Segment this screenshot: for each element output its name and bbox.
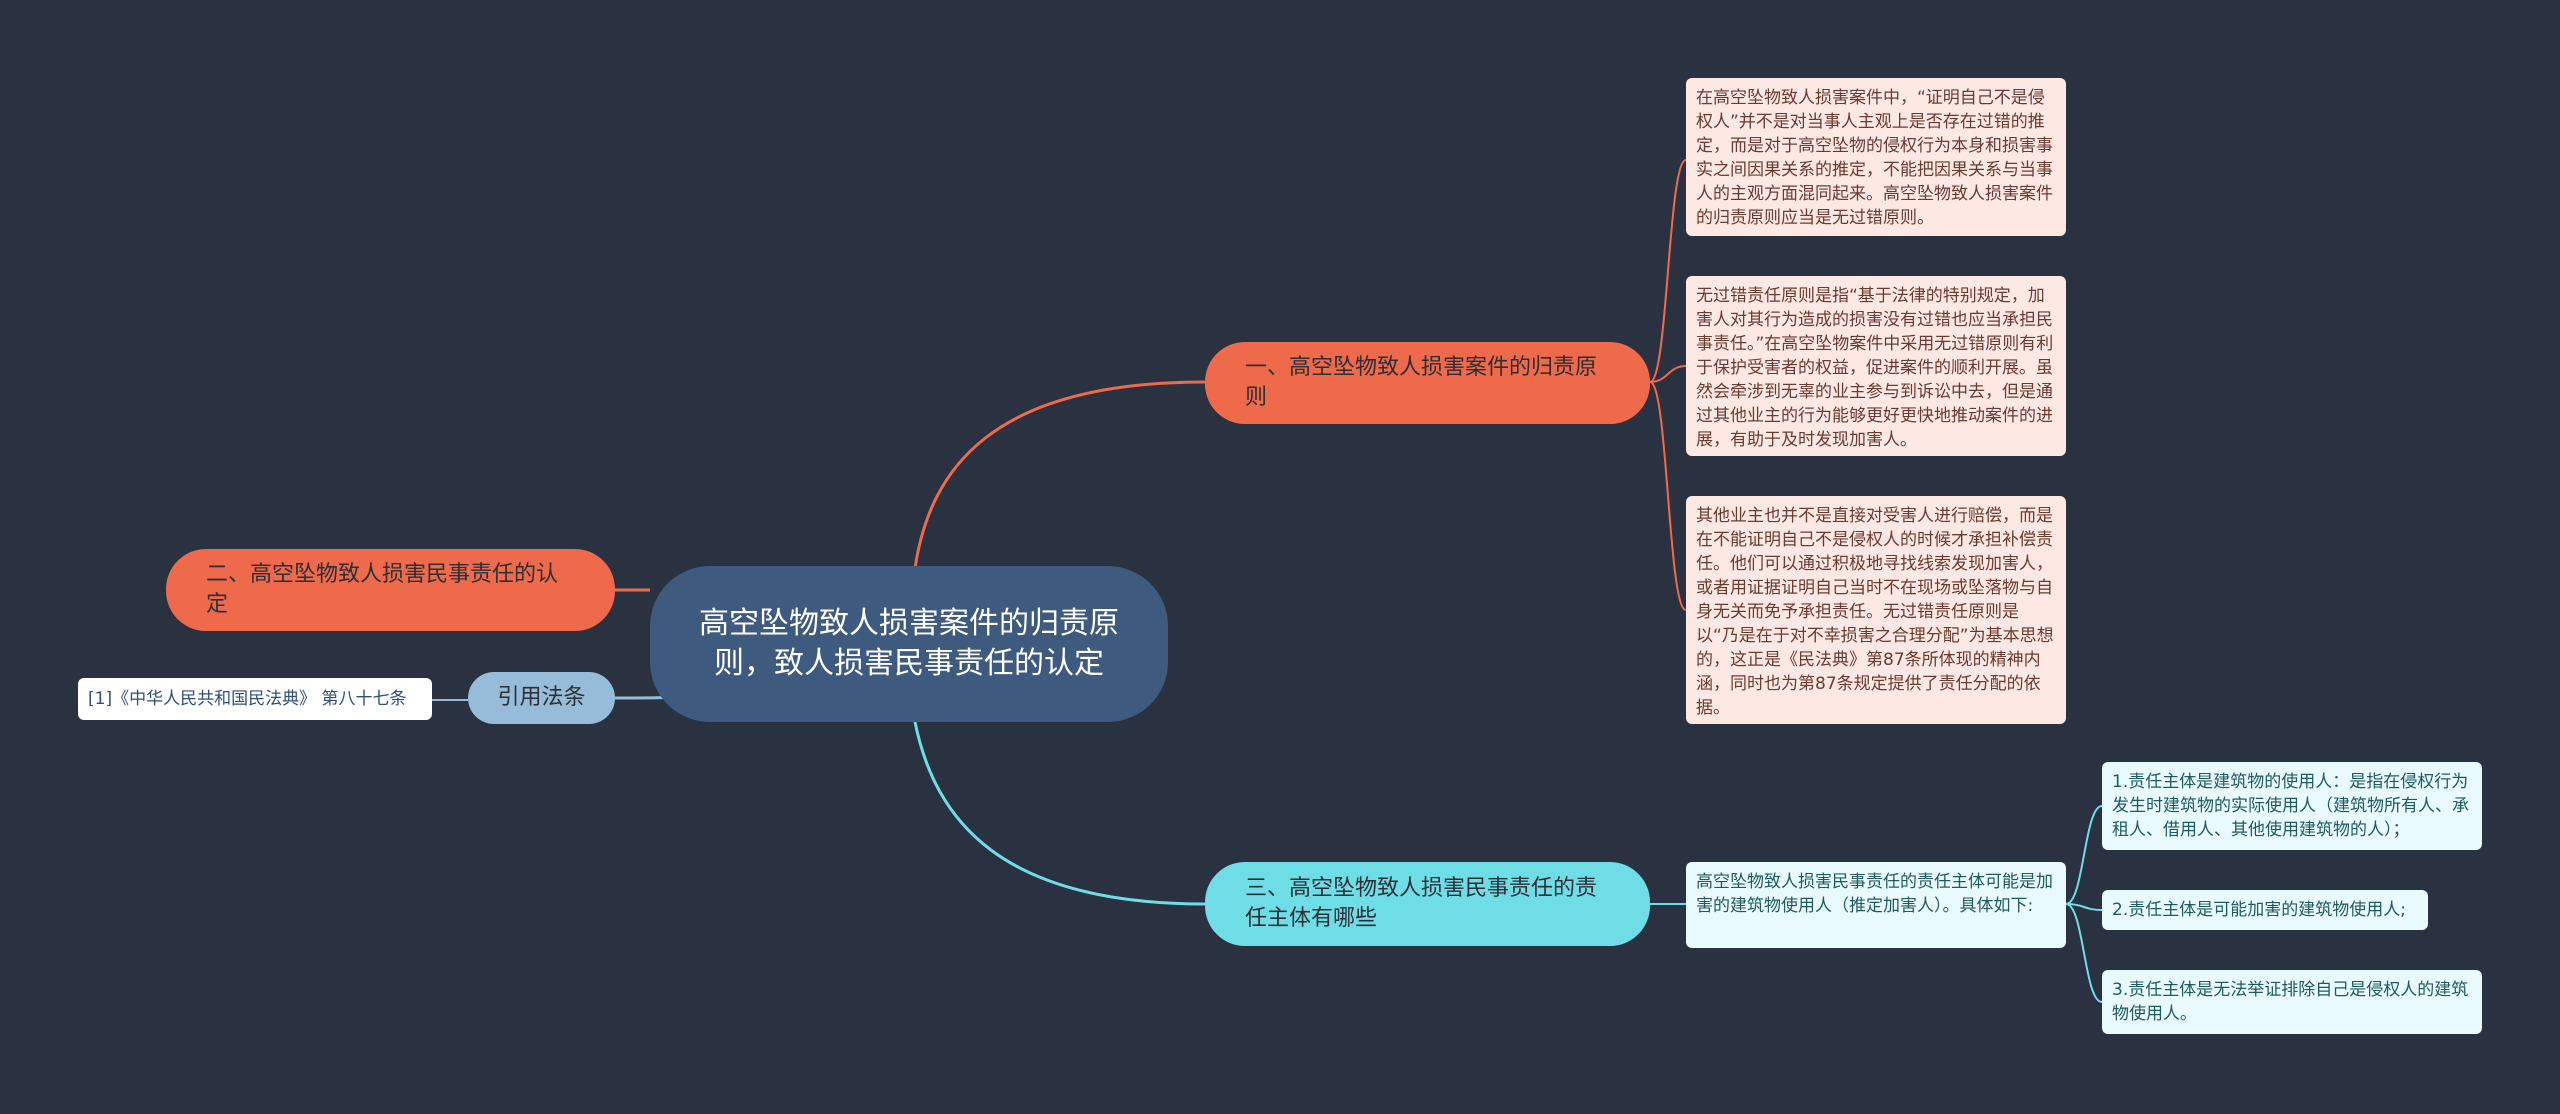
intro-note-text: 高空坠物致人损害民事责任的责任主体可能是加害的建筑物使用人（推定加害人）。具体如… <box>1696 872 2053 916</box>
intro-note[interactable]: 高空坠物致人损害民事责任的责任主体可能是加害的建筑物使用人（推定加害人）。具体如… <box>1686 862 2066 948</box>
connector-item2 <box>2065 903 2103 911</box>
branch-4-label: 三、高空坠物致人损害民事责任的责任主体有哪些 <box>1245 876 1598 931</box>
branch-3-topic[interactable]: 引用法条 <box>468 672 615 724</box>
branch-1-topic[interactable]: 一、高空坠物致人损害案件的归责原则 <box>1205 342 1650 424</box>
subject-item-3[interactable]: 3.责任主体是无法举证排除自己是侵权人的建筑物使用人。 <box>2102 970 2482 1034</box>
connector-item1 <box>2065 805 2103 905</box>
center-topic-label: 高空坠物致人损害案件的归责原则，致人损害民事责任的认定 <box>699 606 1119 681</box>
connector-branch4 <box>913 721 1206 906</box>
subject-item-1[interactable]: 1.责任主体是建筑物的使用人：是指在侵权行为发生时建筑物的实际使用人（建筑物所有… <box>2102 762 2482 850</box>
note-3[interactable]: 其他业主也并不是直接对受害人进行赔偿，而是在不能证明自己不是侵权人的时候才承担补… <box>1686 496 2066 724</box>
subject-item-1-text: 1.责任主体是建筑物的使用人：是指在侵权行为发生时建筑物的实际使用人（建筑物所有… <box>2112 772 2469 840</box>
branch-2-label: 二、高空坠物致人损害民事责任的认定 <box>206 562 559 617</box>
connector-item3 <box>2065 903 2103 1003</box>
branch-2-topic[interactable]: 二、高空坠物致人损害民事责任的认定 <box>166 549 615 631</box>
subject-item-2-text: 2.责任主体是可能加害的建筑物使用人; <box>2112 900 2406 920</box>
law-reference-note[interactable]: [1]《中华人民共和国民法典》 第八十七条 <box>78 678 432 720</box>
center-topic[interactable]: 高空坠物致人损害案件的归责原则，致人损害民事责任的认定 <box>650 566 1168 722</box>
connector-note2 <box>1649 365 1687 383</box>
note-3-text: 其他业主也并不是直接对受害人进行赔偿，而是在不能证明自己不是侵权人的时候才承担补… <box>1696 506 2054 718</box>
subject-item-3-text: 3.责任主体是无法举证排除自己是侵权人的建筑物使用人。 <box>2112 980 2469 1024</box>
connector-note3 <box>1649 381 1687 611</box>
branch-4-topic[interactable]: 三、高空坠物致人损害民事责任的责任主体有哪些 <box>1205 862 1650 946</box>
branch-1-label: 一、高空坠物致人损害案件的归责原则 <box>1245 355 1598 410</box>
note-1[interactable]: 在高空坠物致人损害案件中，“证明自己不是侵权人”并不是对当事人主观上是否存在过错… <box>1686 78 2066 236</box>
connector-note1 <box>1649 159 1687 383</box>
branch-3-label: 引用法条 <box>497 685 586 710</box>
note-2[interactable]: 无过错责任原则是指“基于法律的特别规定，加害人对其行为造成的损害没有过错也应当承… <box>1686 276 2066 456</box>
note-1-text: 在高空坠物致人损害案件中，“证明自己不是侵权人”并不是对当事人主观上是否存在过错… <box>1696 88 2053 228</box>
subject-item-2[interactable]: 2.责任主体是可能加害的建筑物使用人; <box>2102 890 2428 930</box>
law-reference-text: [1]《中华人民共和国民法典》 第八十七条 <box>88 689 407 709</box>
connector-branch1 <box>913 380 1206 569</box>
note-2-text: 无过错责任原则是指“基于法律的特别规定，加害人对其行为造成的损害没有过错也应当承… <box>1696 286 2054 450</box>
